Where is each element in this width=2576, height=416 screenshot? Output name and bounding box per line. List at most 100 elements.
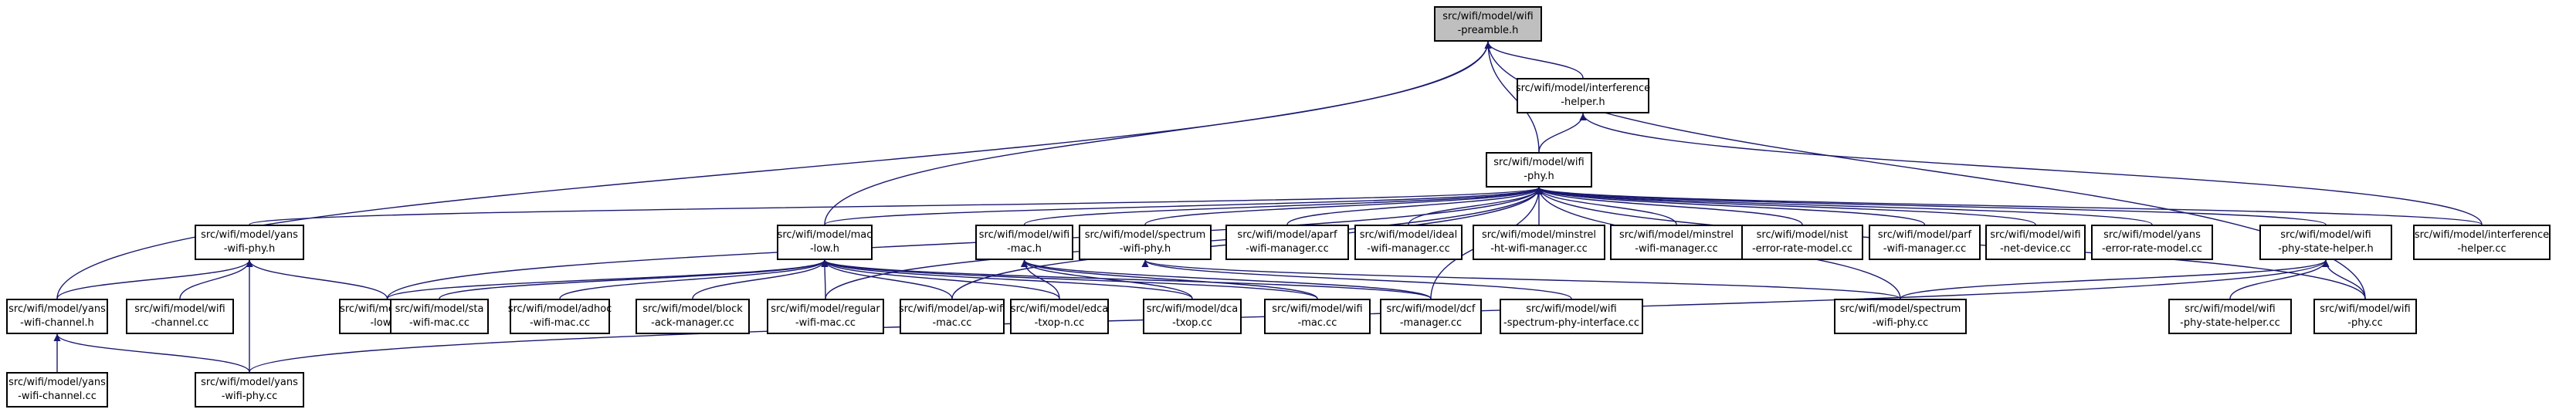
- node-label-line: src/wifi/model/block: [642, 303, 743, 315]
- node-label-line: src/wifi/model/regular: [771, 303, 880, 315]
- node-label-line: -wifi-mac.cc: [529, 317, 591, 329]
- edge-interference-to-preamble: [1484, 41, 1584, 79]
- node-label-line: -phy-state-helper.h: [2278, 243, 2374, 255]
- edge-block-to-maclow_h: [692, 259, 829, 299]
- node-label-line: -phy.cc: [2347, 317, 2383, 329]
- node-dca-txop-cc[interactable]: src/wifi/model/dca -txop.cc: [1143, 299, 1242, 334]
- node-wifi-phy-h[interactable]: src/wifi/model/wifi -phy.h: [1486, 152, 1592, 188]
- node-label-line: src/wifi/model/minstrel: [1618, 229, 1734, 241]
- node-mac-low-h[interactable]: src/wifi/model/mac -low.h: [777, 225, 873, 260]
- node-label-line: -helper.cc: [2457, 243, 2507, 255]
- node-label-line: src/wifi/model/dcf: [1386, 303, 1476, 315]
- edge-wifimac_h-to-wifiphy_h: [1023, 187, 1543, 225]
- node-ideal-wifi-manager-cc[interactable]: src/wifi/model/ideal -wifi-manager.cc: [1354, 225, 1463, 260]
- node-label-line: -mac.h: [1007, 243, 1042, 255]
- node-label-line: src/wifi/model/wifi: [2320, 303, 2411, 315]
- node-label-line: -wifi-phy.cc: [221, 391, 278, 402]
- edge-dcf-to-maclow_h: [821, 259, 1432, 299]
- node-spectrum-wifi-phy-h[interactable]: src/wifi/model/spectrum -wifi-phy.h: [1079, 225, 1212, 260]
- edge-wifiphy_cc-to-statehelper_h: [2322, 259, 2366, 299]
- node-nist-error-rate-model-cc[interactable]: src/wifi/model/nist -error-rate-model.cc: [1741, 225, 1863, 260]
- node-label-line: src/wifi/model/sta: [395, 303, 484, 315]
- node-label-line: src/wifi/model/dca: [1146, 303, 1239, 315]
- node-label-line: -ht-wifi-manager.cc: [1490, 243, 1588, 255]
- node-label-line: -spectrum-phy-interface.cc: [1503, 317, 1639, 329]
- node-yans-wifi-phy-h[interactable]: src/wifi/model/yans -wifi-phy.h: [195, 225, 304, 260]
- node-parf-wifi-manager-cc[interactable]: src/wifi/model/parf -wifi-manager.cc: [1869, 225, 1981, 260]
- node-label-line: -ack-manager.cc: [651, 317, 734, 329]
- edge-parf-to-wifiphy_h: [1535, 187, 1926, 225]
- node-wifi-preamble-h[interactable]: src/wifi/model/wifi -preamble.h: [1434, 6, 1542, 42]
- node-label-line: src/wifi/model/yans: [8, 303, 106, 315]
- node-edca-txop-n-cc[interactable]: src/wifi/model/edca -txop-n.cc: [1010, 299, 1109, 334]
- node-yans-wifi-phy-cc[interactable]: src/wifi/model/yans -wifi-phy.cc: [195, 372, 304, 408]
- node-wifi-net-device-cc[interactable]: src/wifi/model/wifi -net-device.cc: [1985, 225, 2086, 260]
- node-minstrel-ht-wifi-manager-cc[interactable]: src/wifi/model/minstrel -ht-wifi-manager…: [1473, 225, 1605, 260]
- node-label-line: -wifi-mac.cc: [795, 317, 856, 329]
- node-wifi-channel-cc[interactable]: src/wifi/model/wifi -channel.cc: [126, 299, 234, 334]
- node-label-line: -mac.cc: [932, 317, 972, 329]
- node-aparf-wifi-manager-cc[interactable]: src/wifi/model/aparf -wifi-manager.cc: [1225, 225, 1349, 260]
- node-label-line: -wifi-manager.cc: [1635, 243, 1718, 255]
- node-adhoc-wifi-mac-cc[interactable]: src/wifi/model/adhoc -wifi-mac.cc: [508, 299, 612, 334]
- node-regular-wifi-mac-cc[interactable]: src/wifi/model/regular -wifi-mac.cc: [767, 299, 884, 334]
- node-spectrum-wifi-phy-cc[interactable]: src/wifi/model/spectrum -wifi-phy.cc: [1834, 299, 1967, 334]
- node-yans-wifi-channel-h[interactable]: src/wifi/model/yans -wifi-channel.h: [6, 299, 108, 334]
- node-minstrel-wifi-manager-cc[interactable]: src/wifi/model/minstrel -wifi-manager.cc: [1610, 225, 1743, 260]
- node-label-line: -txop.cc: [1172, 317, 1212, 329]
- node-label-line: -wifi-manager.cc: [1883, 243, 1967, 255]
- edge-edca-to-maclow_h: [821, 259, 1060, 299]
- node-label-line: -wifi-phy.cc: [1872, 317, 1929, 329]
- node-label-line: src/wifi/model/ap-wifi: [898, 303, 1006, 315]
- node-label-line: -manager.cc: [1399, 317, 1463, 329]
- node-label-line: src/wifi/model/yans: [201, 377, 298, 388]
- edge-dca-to-wifimac_h: [1021, 259, 1193, 299]
- node-interference-helper-cc[interactable]: src/wifi/model/interference -helper.cc: [2413, 225, 2551, 260]
- node-wifi-phy-state-helper-cc[interactable]: src/wifi/model/wifi -phy-state-helper.cc: [2168, 299, 2292, 334]
- node-wifi-phy-cc[interactable]: src/wifi/model/wifi -phy.cc: [2313, 299, 2417, 334]
- edge-nist-to-wifiphy_h: [1535, 187, 1803, 225]
- node-wifi-phy-state-helper-h[interactable]: src/wifi/model/wifi -phy-state-helper.h: [2259, 225, 2392, 260]
- node-block-ack-manager-cc[interactable]: src/wifi/model/block -ack-manager.cc: [636, 299, 750, 334]
- node-yans-error-rate-model-cc[interactable]: src/wifi/model/yans -error-rate-model.cc: [2091, 225, 2213, 260]
- node-label-line: src/wifi/model/spectrum: [1839, 303, 1961, 315]
- node-label-line: -wifi-manager.cc: [1367, 243, 1450, 255]
- edge-yans_phy_cc-to-yans_chan_h: [53, 333, 250, 373]
- edge-wifichan_cc-to-yans_phy_h: [179, 259, 253, 299]
- node-label-line: -txop-n.cc: [1034, 317, 1085, 329]
- edge-wifimac_cc-to-wifimac_h: [1021, 259, 1318, 299]
- node-label-line: -mac.cc: [1297, 317, 1337, 329]
- edge-dca-to-maclow_h: [821, 259, 1193, 299]
- node-label-line: src/wifi/model/wifi: [134, 303, 225, 315]
- edge-adhoc-to-maclow_h: [559, 259, 829, 299]
- node-label-line: -phy.h: [1524, 171, 1554, 182]
- node-label-line: -preamble.h: [1457, 25, 1519, 36]
- node-label-line: -wifi-channel.h: [20, 317, 94, 329]
- edge-statehelper_cc-to-statehelper_h: [2229, 259, 2330, 299]
- node-wifi-spectrum-phy-interface-cc[interactable]: src/wifi/model/wifi -spectrum-phy-interf…: [1500, 299, 1643, 334]
- node-label-line: src/wifi/model/wifi: [2185, 303, 2276, 315]
- edge-wifiphy_h-to-interference: [1538, 113, 1587, 153]
- node-sta-wifi-mac-cc[interactable]: src/wifi/model/sta -wifi-mac.cc: [390, 299, 489, 334]
- node-ap-wifi-mac-cc[interactable]: src/wifi/model/ap-wifi -mac.cc: [898, 299, 1006, 334]
- edge-spectrum_h-to-wifiphy_h: [1144, 187, 1543, 225]
- node-label-line: src/wifi/model/edca: [1010, 303, 1109, 315]
- node-label-line: src/wifi/model/yans: [8, 377, 106, 388]
- node-wifi-mac-cc[interactable]: src/wifi/model/wifi -mac.cc: [1264, 299, 1371, 334]
- edge-spec_cc-to-statehelper_h: [1900, 259, 2330, 299]
- node-label-line: src/wifi/model/interference: [1515, 83, 1651, 94]
- node-wifi-mac-h[interactable]: src/wifi/model/wifi -mac.h: [975, 225, 1073, 260]
- edge-yans_chan_h-to-preamble: [56, 41, 1492, 299]
- node-interference-helper-h[interactable]: src/wifi/model/interference -helper.h: [1515, 78, 1651, 113]
- node-dcf-manager-cc[interactable]: src/wifi/model/dcf -manager.cc: [1380, 299, 1482, 334]
- node-label-line: -wifi-channel.cc: [18, 391, 97, 402]
- edge-yans_chan_h-to-yans_phy_h: [56, 259, 253, 299]
- node-yans-wifi-channel-cc[interactable]: src/wifi/model/yans -wifi-channel.cc: [6, 372, 108, 408]
- node-label-line: src/wifi/model/yans: [2103, 229, 2201, 241]
- node-label-line: -wifi-phy.h: [1119, 243, 1171, 255]
- node-label-line: -net-device.cc: [2000, 243, 2071, 255]
- node-label-line: src/wifi/model/ideal: [1359, 229, 1458, 241]
- edge-dcf-to-wifimac_h: [1021, 259, 1432, 299]
